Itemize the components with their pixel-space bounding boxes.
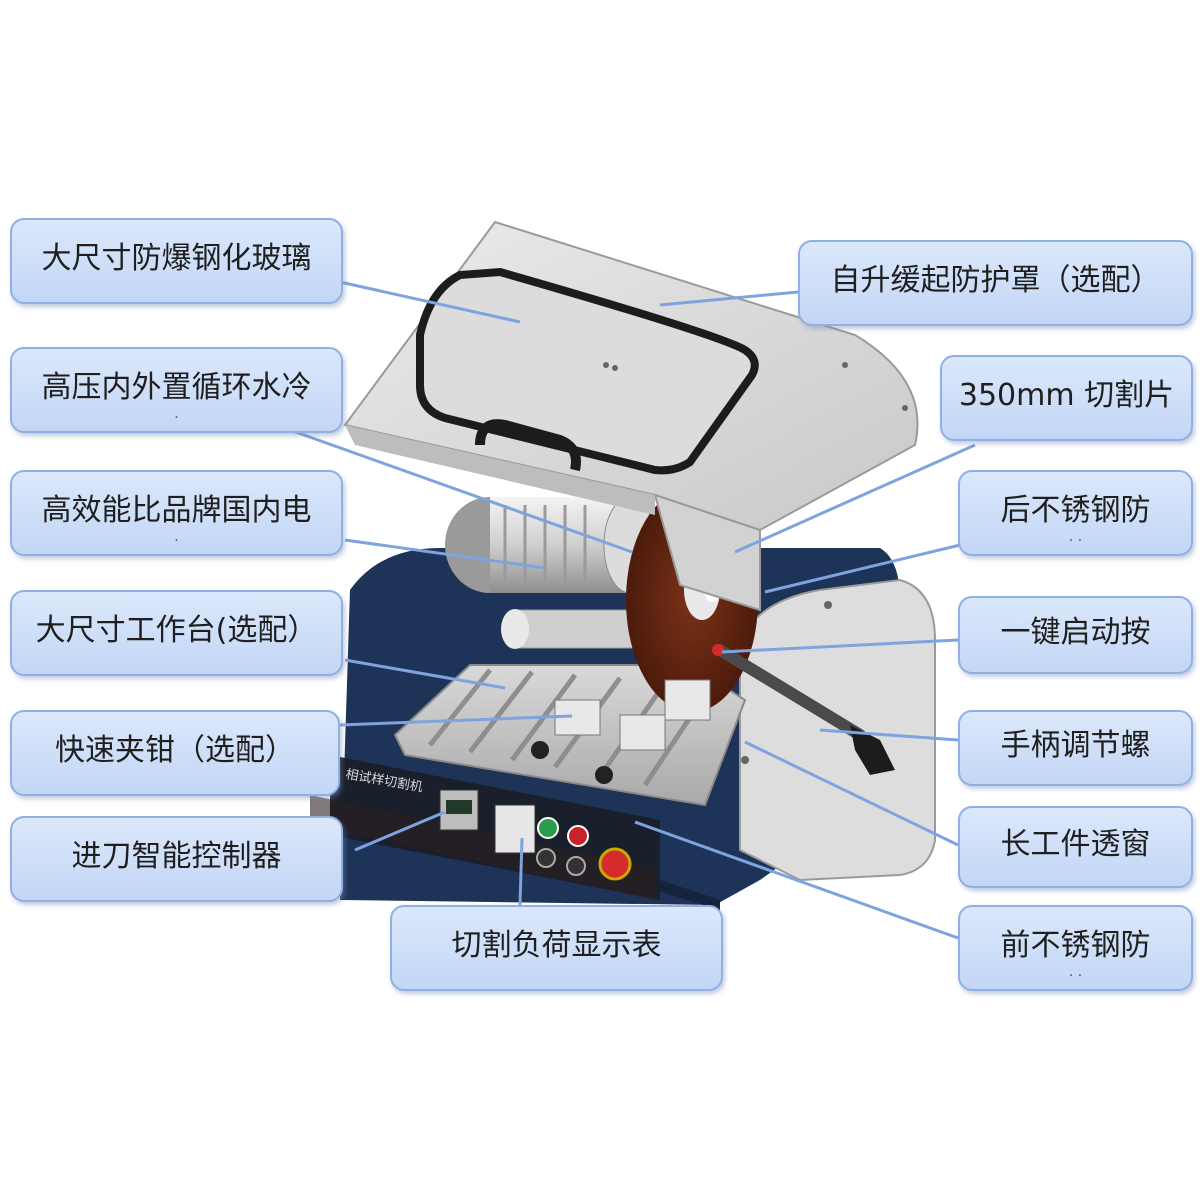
label-handle-screw: 手柄调节螺 <box>958 710 1193 786</box>
label-worktable-text: 大尺寸工作台(选配） <box>35 613 318 648</box>
label-worktable: 大尺寸工作台(选配） <box>10 590 343 676</box>
label-handle-screw-text: 手柄调节螺 <box>1000 728 1151 763</box>
label-start-button-text: 一键启动按 <box>1000 615 1151 650</box>
label-cutting-blade: 350mm 切割片 <box>940 355 1193 441</box>
protective-cover <box>343 220 919 612</box>
label-water-cooling-text: 高压内外置循环水冷 <box>41 370 312 405</box>
label-quick-clamp-text: 快速夹钳（选配） <box>55 733 295 768</box>
stop-indicator-red <box>567 825 589 847</box>
label-front-guard: 前不锈钢防 · · <box>958 905 1193 991</box>
label-quick-clamp: 快速夹钳（选配） <box>10 710 340 796</box>
control-panel: 相试样切割机 <box>310 755 660 900</box>
emergency-stop <box>598 847 632 881</box>
label-load-meter-text: 切割负荷显示表 <box>451 928 662 963</box>
start-indicator-green <box>537 817 559 839</box>
label-motor-text: 高效能比品牌国内电 <box>41 493 312 528</box>
motor <box>445 496 657 649</box>
label-long-workpiece-window: 长工件透窗 <box>958 806 1193 888</box>
label-protective-cover-text: 自升缓起防护罩（选配） <box>830 263 1161 298</box>
label-load-meter: 切割负荷显示表 <box>390 905 723 991</box>
feed-handle <box>712 644 895 775</box>
label-feed-controller-text: 进刀智能控制器 <box>71 839 282 874</box>
label-long-workpiece-window-text: 长工件透窗 <box>1000 827 1151 862</box>
pointer-lines <box>289 280 976 940</box>
label-feed-controller: 进刀智能控制器 <box>10 816 343 902</box>
label-front-guard-text: 前不锈钢防 <box>1000 928 1151 963</box>
label-tempered-glass-text: 大尺寸防爆钢化玻璃 <box>41 241 312 276</box>
label-motor: 高效能比品牌国内电 · <box>10 470 343 556</box>
label-cutting-blade-text: 350mm 切割片 <box>958 378 1175 413</box>
label-water-cooling: 高压内外置循环水冷 · <box>10 347 343 433</box>
label-tempered-glass: 大尺寸防爆钢化玻璃 <box>10 218 343 304</box>
label-protective-cover: 自升缓起防护罩（选配） <box>798 240 1193 326</box>
label-start-button: 一键启动按 <box>958 596 1193 674</box>
label-rear-guard-text: 后不锈钢防 <box>1000 493 1151 528</box>
label-rear-guard: 后不锈钢防 · · <box>958 470 1193 556</box>
